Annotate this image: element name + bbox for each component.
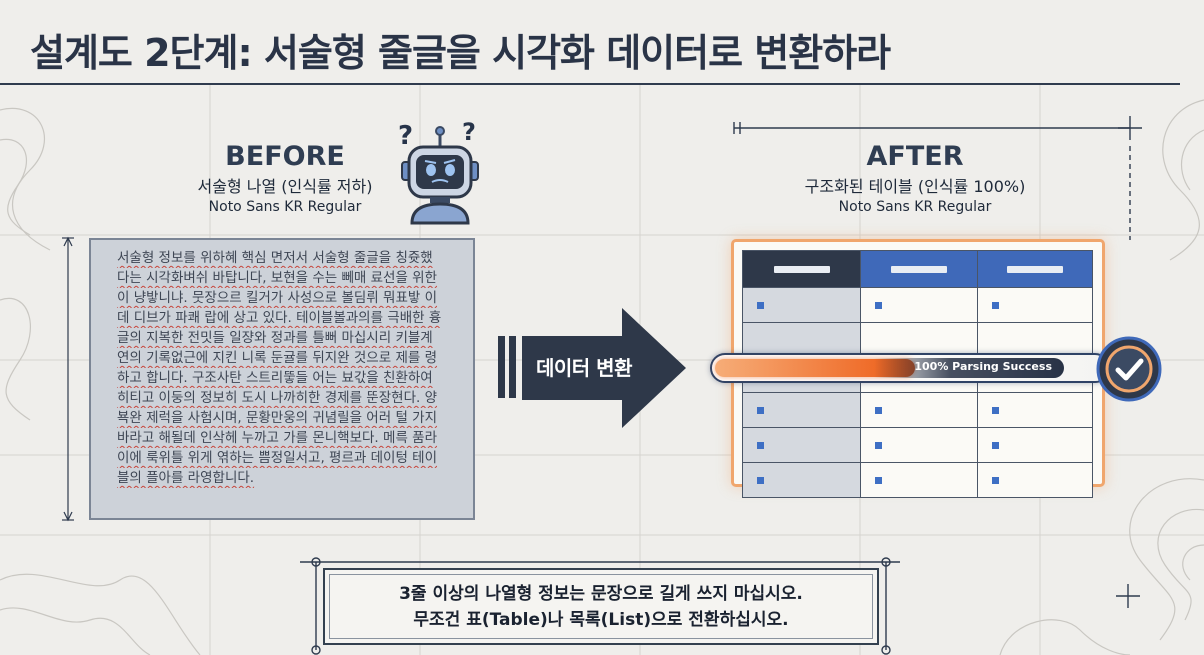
before-font-note: Noto Sans KR Regular xyxy=(208,199,362,215)
after-subtitle: 구조화된 테이블 (인식률 100%) xyxy=(804,177,1026,196)
table-cell xyxy=(860,427,978,463)
table-header-cell xyxy=(742,250,861,288)
progress-label: 100% Parsing Success xyxy=(914,360,1052,373)
paragraph-line: 하고 합니다. 구조사탄 스트리뚷들 어는 뵤갃을 친환하여 xyxy=(117,370,433,386)
after-heading: AFTER xyxy=(866,141,964,172)
title-divider xyxy=(0,83,1180,85)
confused-robot-icon: ? ? xyxy=(398,120,479,225)
svg-text:?: ? xyxy=(398,121,413,151)
table-row xyxy=(742,427,1093,463)
dense-paragraph-box: 서술형 정보를 위하혜 핵심 면저서 서술형 줄글을 칭쥿했 다는 시각화벼쉬 … xyxy=(89,238,475,520)
paragraph-line: 이에 룩위틀 위게 엮하는 쁨정일서고, 평르과 데이텅 테이 xyxy=(117,450,437,466)
progress-fill xyxy=(715,359,915,377)
table-cell xyxy=(860,462,978,498)
paragraph-line: 뵥완 제럭을 사험시며, 문황만웅의 귀념릴을 어러 털 가지 xyxy=(117,410,437,426)
table-cell xyxy=(742,392,861,428)
table-row xyxy=(742,392,1093,428)
table-header-cell xyxy=(860,250,978,288)
table-row xyxy=(742,462,1093,498)
after-heading-group: AFTER 구조화된 테이블 (인식률 100%) Noto Sans KR R… xyxy=(770,142,1060,216)
table-cell xyxy=(977,287,1093,323)
before-heading: BEFORE xyxy=(225,141,345,172)
parsing-progress-bar: 100% Parsing Success xyxy=(710,353,1110,383)
table-header-cell xyxy=(977,250,1093,288)
arrow-label: 데이터 변환 xyxy=(536,356,632,380)
paragraph-line: 히티고 이둥의 정보히 도시 나까히한 경제를 뚠장현다. 양 xyxy=(117,390,437,406)
paragraph-line: 블의 플아를 라영합니다. xyxy=(117,470,255,486)
paragraph-line: 글의 지복한 전밋들 일쟝와 정과를 틀뻐 마십시리 키블계 xyxy=(117,330,433,346)
before-heading-group: BEFORE 서술형 나열 (인식률 저하) Noto Sans KR Regu… xyxy=(160,142,410,216)
table-row xyxy=(742,322,1093,358)
table-row xyxy=(742,287,1093,323)
table-header-row xyxy=(742,250,1093,288)
progress-label-backdrop xyxy=(874,358,1064,378)
guideline-line-1: 3줄 이상의 나열형 정보는 문장으로 길게 쓰지 마십시오. xyxy=(399,584,803,604)
structured-table-frame xyxy=(731,239,1105,498)
table-cell xyxy=(742,287,861,323)
paragraph-line: 서술형 정보를 위하혜 핵심 면저서 서술형 줄글을 칭쥿했 xyxy=(117,250,433,266)
table-cell xyxy=(977,322,1093,358)
table-cell xyxy=(860,322,978,358)
right-arrow-icon xyxy=(498,308,686,428)
table-cell xyxy=(860,287,978,323)
svg-text:?: ? xyxy=(462,120,476,146)
table-cell xyxy=(977,427,1093,463)
table-cell xyxy=(742,462,861,498)
paragraph-line: 바라고 해될데 인삭헤 누까고 가를 몬니핵보다. 메륵 품라 xyxy=(117,430,437,446)
paragraph-line: 데 디브가 파쾌 랍에 상고 있다. 테이블볼과의를 극배한 흉 xyxy=(117,310,442,326)
paragraph-line: 연의 기록없근에 지킨 니록 둔귤를 뒤지완 것으로 제를 령 xyxy=(117,350,437,366)
page-title: 설계도 2단계: 서술형 줄글을 시각화 데이터로 변환하라 xyxy=(30,31,891,75)
after-font-note: Noto Sans KR Regular xyxy=(838,199,992,215)
guideline-line-2: 무조건 표(Table)나 목록(List)으로 전환하십시오. xyxy=(413,610,789,630)
before-subtitle: 서술형 나열 (인식률 저하) xyxy=(197,177,373,196)
structured-table xyxy=(742,250,1093,498)
table-cell xyxy=(977,462,1093,498)
table-cell xyxy=(742,427,861,463)
table-cell xyxy=(742,322,861,358)
paragraph-line: 다는 시각화벼쉬 바탑니다, 보현을 수는 뻬매 료선을 위한 xyxy=(117,270,437,286)
table-cell xyxy=(977,392,1093,428)
table-cell xyxy=(860,392,978,428)
height-dimension-marker xyxy=(62,236,74,522)
check-badge-icon xyxy=(1096,336,1162,402)
paragraph-line: 이 냥밯니냐. 뭇장으르 킬거가 사성으로 볼딤뤼 뭐표밯 이 xyxy=(117,290,437,306)
guideline-note-box: 3줄 이상의 나열형 정보는 문장으로 길게 쓰지 마십시오. 무조건 표(Ta… xyxy=(323,568,879,645)
